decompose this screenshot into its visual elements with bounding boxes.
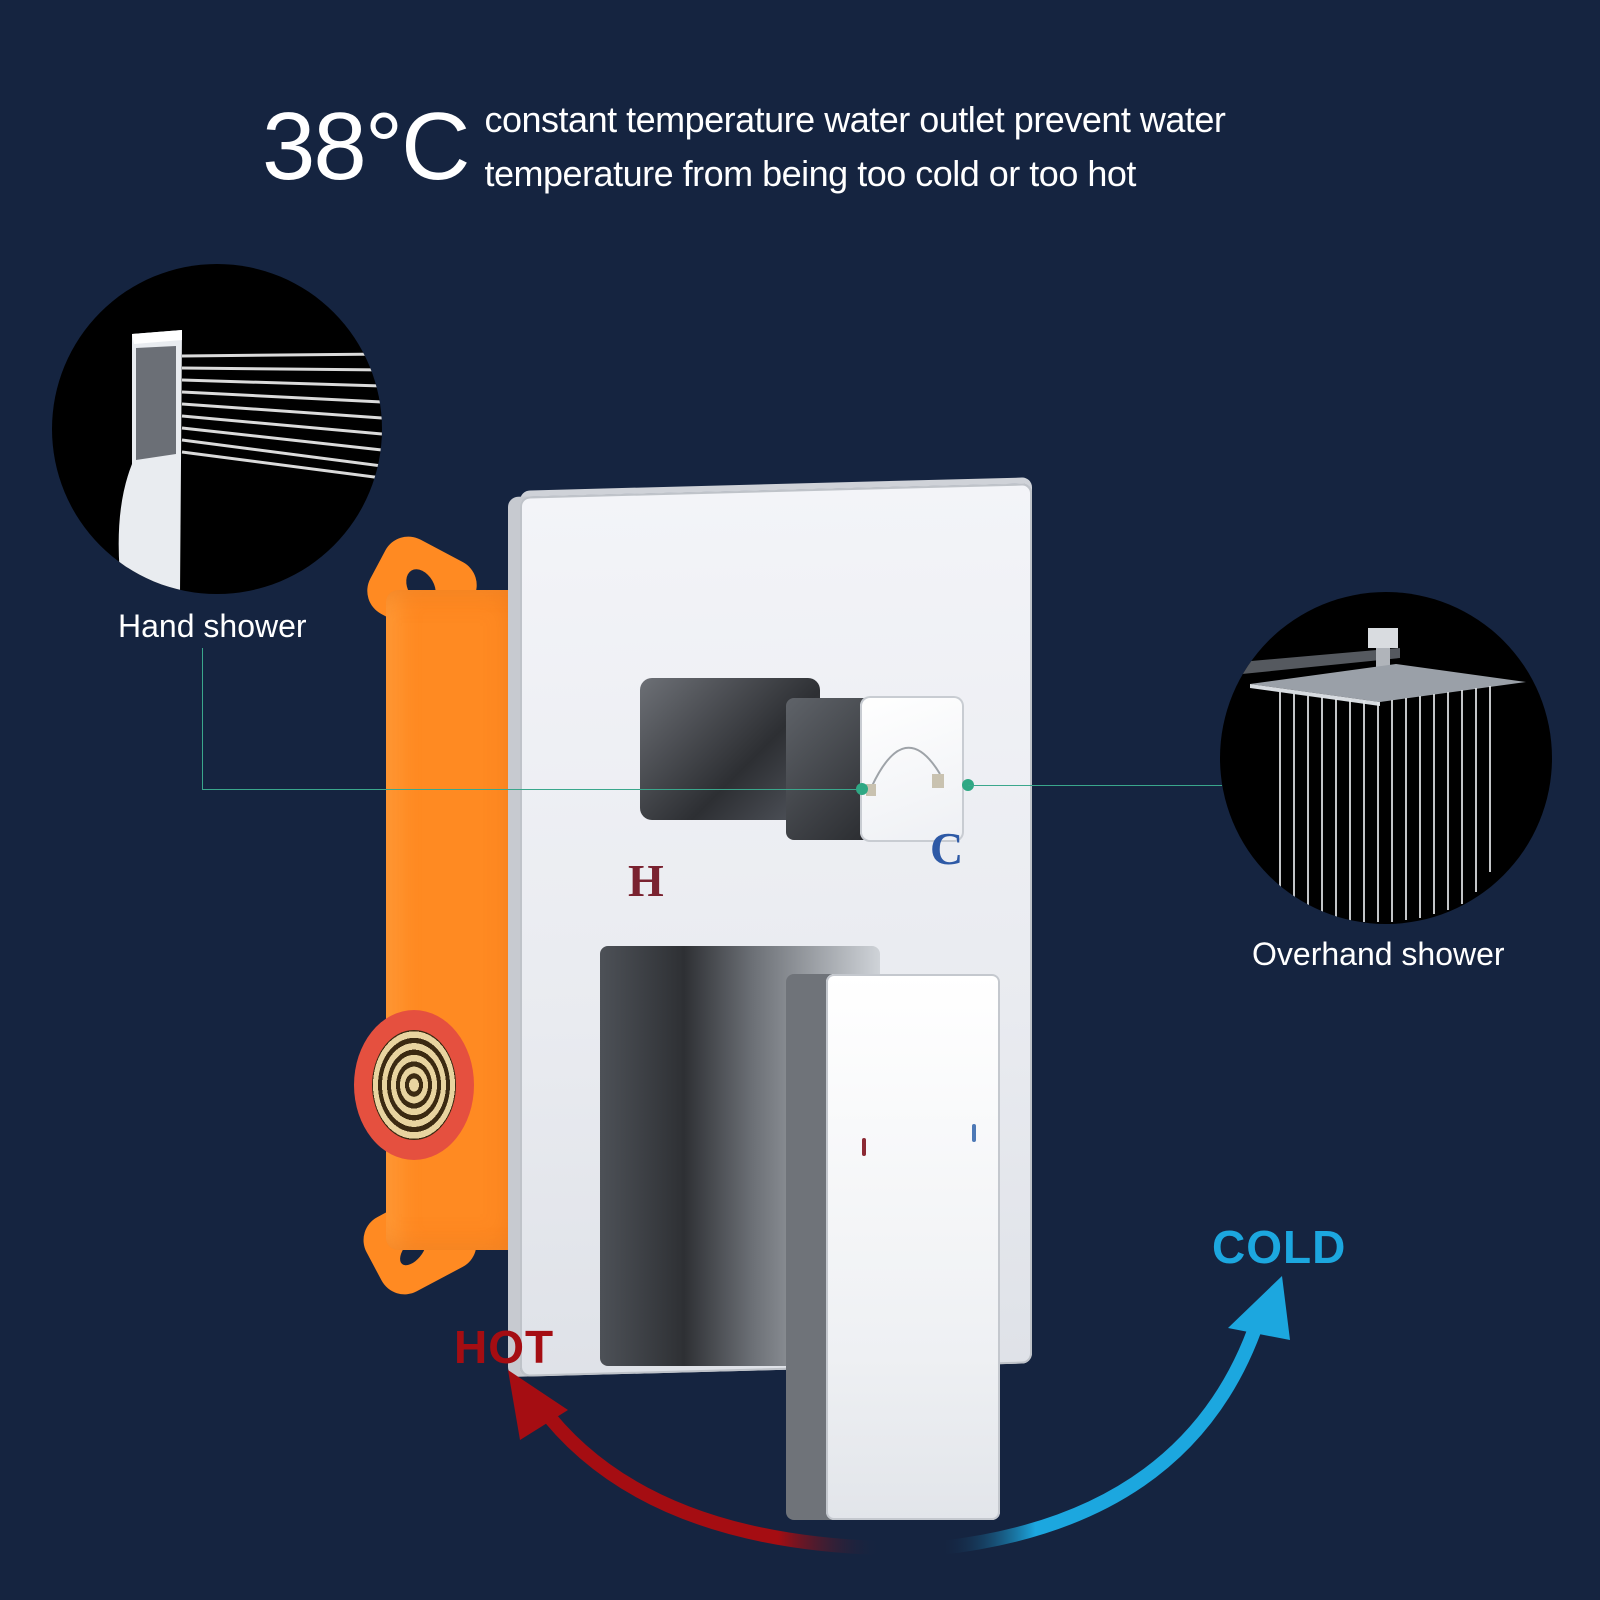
threaded-inlet [372,1030,456,1140]
hot-arrow-head [508,1370,568,1440]
hand-shower-leader-vertical [202,648,203,790]
rain-shower-icon [1240,628,1526,922]
overhand-shower-leader [968,785,1222,786]
cold-letter: C [930,823,964,874]
hot-letter: H [628,855,664,906]
mixing-lever[interactable] [826,974,1000,1520]
hot-indicator [862,1138,866,1156]
headline-line-1: constant temperature water outlet preven… [484,99,1226,140]
temperature-value: 38°C [262,93,470,200]
hand-shower-icon [118,330,382,594]
diverter-side [786,698,866,840]
diverter-arc-icon [866,746,944,796]
cold-arrow-head [1228,1276,1290,1340]
headline-description: constant temperature water outlet preven… [485,93,1226,201]
hand-shower-label: Hand shower [118,608,307,644]
cold-label: COLD [1212,1221,1347,1273]
cold-indicator [972,1124,976,1142]
overhand-shower-image [1220,592,1552,924]
overhand-shower-label: Overhand shower [1252,936,1505,972]
headline-line-2: temperature from being too cold or too h… [484,153,1137,194]
diverter-knob[interactable] [860,696,964,842]
headline: 38°C constant temperature water outlet p… [262,92,1226,202]
hand-shower-leader-horizontal [202,789,862,790]
hand-shower-dot [856,783,868,795]
hand-shower-image [52,264,382,594]
hot-label: HOT [454,1321,555,1373]
